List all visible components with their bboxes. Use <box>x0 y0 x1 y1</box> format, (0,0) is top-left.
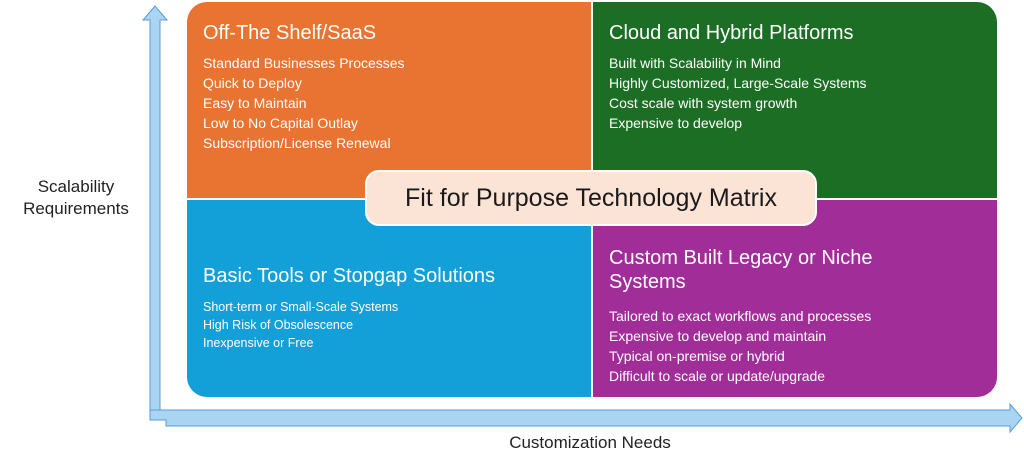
list-item: Built with Scalability in Mind <box>609 55 781 71</box>
list-item: Difficult to scale or update/upgrade <box>609 368 826 384</box>
quadrant-bottom-right: Custom Built Legacy or Niche Systems Tai… <box>593 200 997 397</box>
list-item: Short-term or Small-Scale Systems <box>203 300 399 314</box>
quadrant-top-right: Cloud and Hybrid Platforms Built with Sc… <box>593 2 997 198</box>
y-axis-label-line1: Scalability <box>37 177 115 196</box>
list-item: Subscription/License Renewal <box>203 135 391 151</box>
y-axis-label-line2: Requirements <box>23 199 129 218</box>
list-item: Easy to Maintain <box>203 95 307 111</box>
quadrant-title: Basic Tools or Stopgap Solutions <box>203 265 496 287</box>
list-item: Expensive to develop and maintain <box>609 328 827 344</box>
list-item: Tailored to exact workflows and processe… <box>609 308 872 324</box>
list-item: High Risk of Obsolescence <box>203 318 354 332</box>
quadrant-title: Off-The Shelf/SaaS <box>203 22 377 44</box>
quadrant-title: Custom Built Legacy or Niche Systems <box>609 246 981 294</box>
quadrant-bottom-left: Basic Tools or Stopgap Solutions Short-t… <box>187 200 591 397</box>
list-item: Low to No Capital Outlay <box>203 115 358 131</box>
list-item: Typical on-premise or hybrid <box>609 348 785 364</box>
quadrant-title: Cloud and Hybrid Platforms <box>609 22 854 44</box>
list-item: Standard Businesses Processes <box>203 55 405 71</box>
quadrant-list: Built with Scalability in Mind Highly Cu… <box>609 53 981 133</box>
quadrant-title-line1: Custom Built Legacy or Niche <box>609 247 873 269</box>
quadrant-list: Tailored to exact workflows and processe… <box>609 306 981 386</box>
x-axis-arrow <box>149 402 1023 434</box>
list-item: Highly Customized, Large-Scale Systems <box>609 75 867 91</box>
y-axis-label: Scalability Requirements <box>0 176 152 220</box>
quadrant-top-left: Off-The Shelf/SaaS Standard Businesses P… <box>187 2 591 198</box>
matrix-title: Fit for Purpose Technology Matrix <box>365 170 817 226</box>
quadrant-list: Short-term or Small-Scale Systems High R… <box>203 298 575 352</box>
list-item: Expensive to develop <box>609 115 743 131</box>
quadrant-list: Standard Businesses Processes Quick to D… <box>203 53 575 153</box>
x-axis-label: Customization Needs <box>509 433 671 452</box>
list-item: Cost scale with system growth <box>609 95 798 111</box>
list-item: Inexpensive or Free <box>203 336 314 350</box>
quadrant-title-line2: Systems <box>609 271 686 293</box>
list-item: Quick to Deploy <box>203 75 302 91</box>
